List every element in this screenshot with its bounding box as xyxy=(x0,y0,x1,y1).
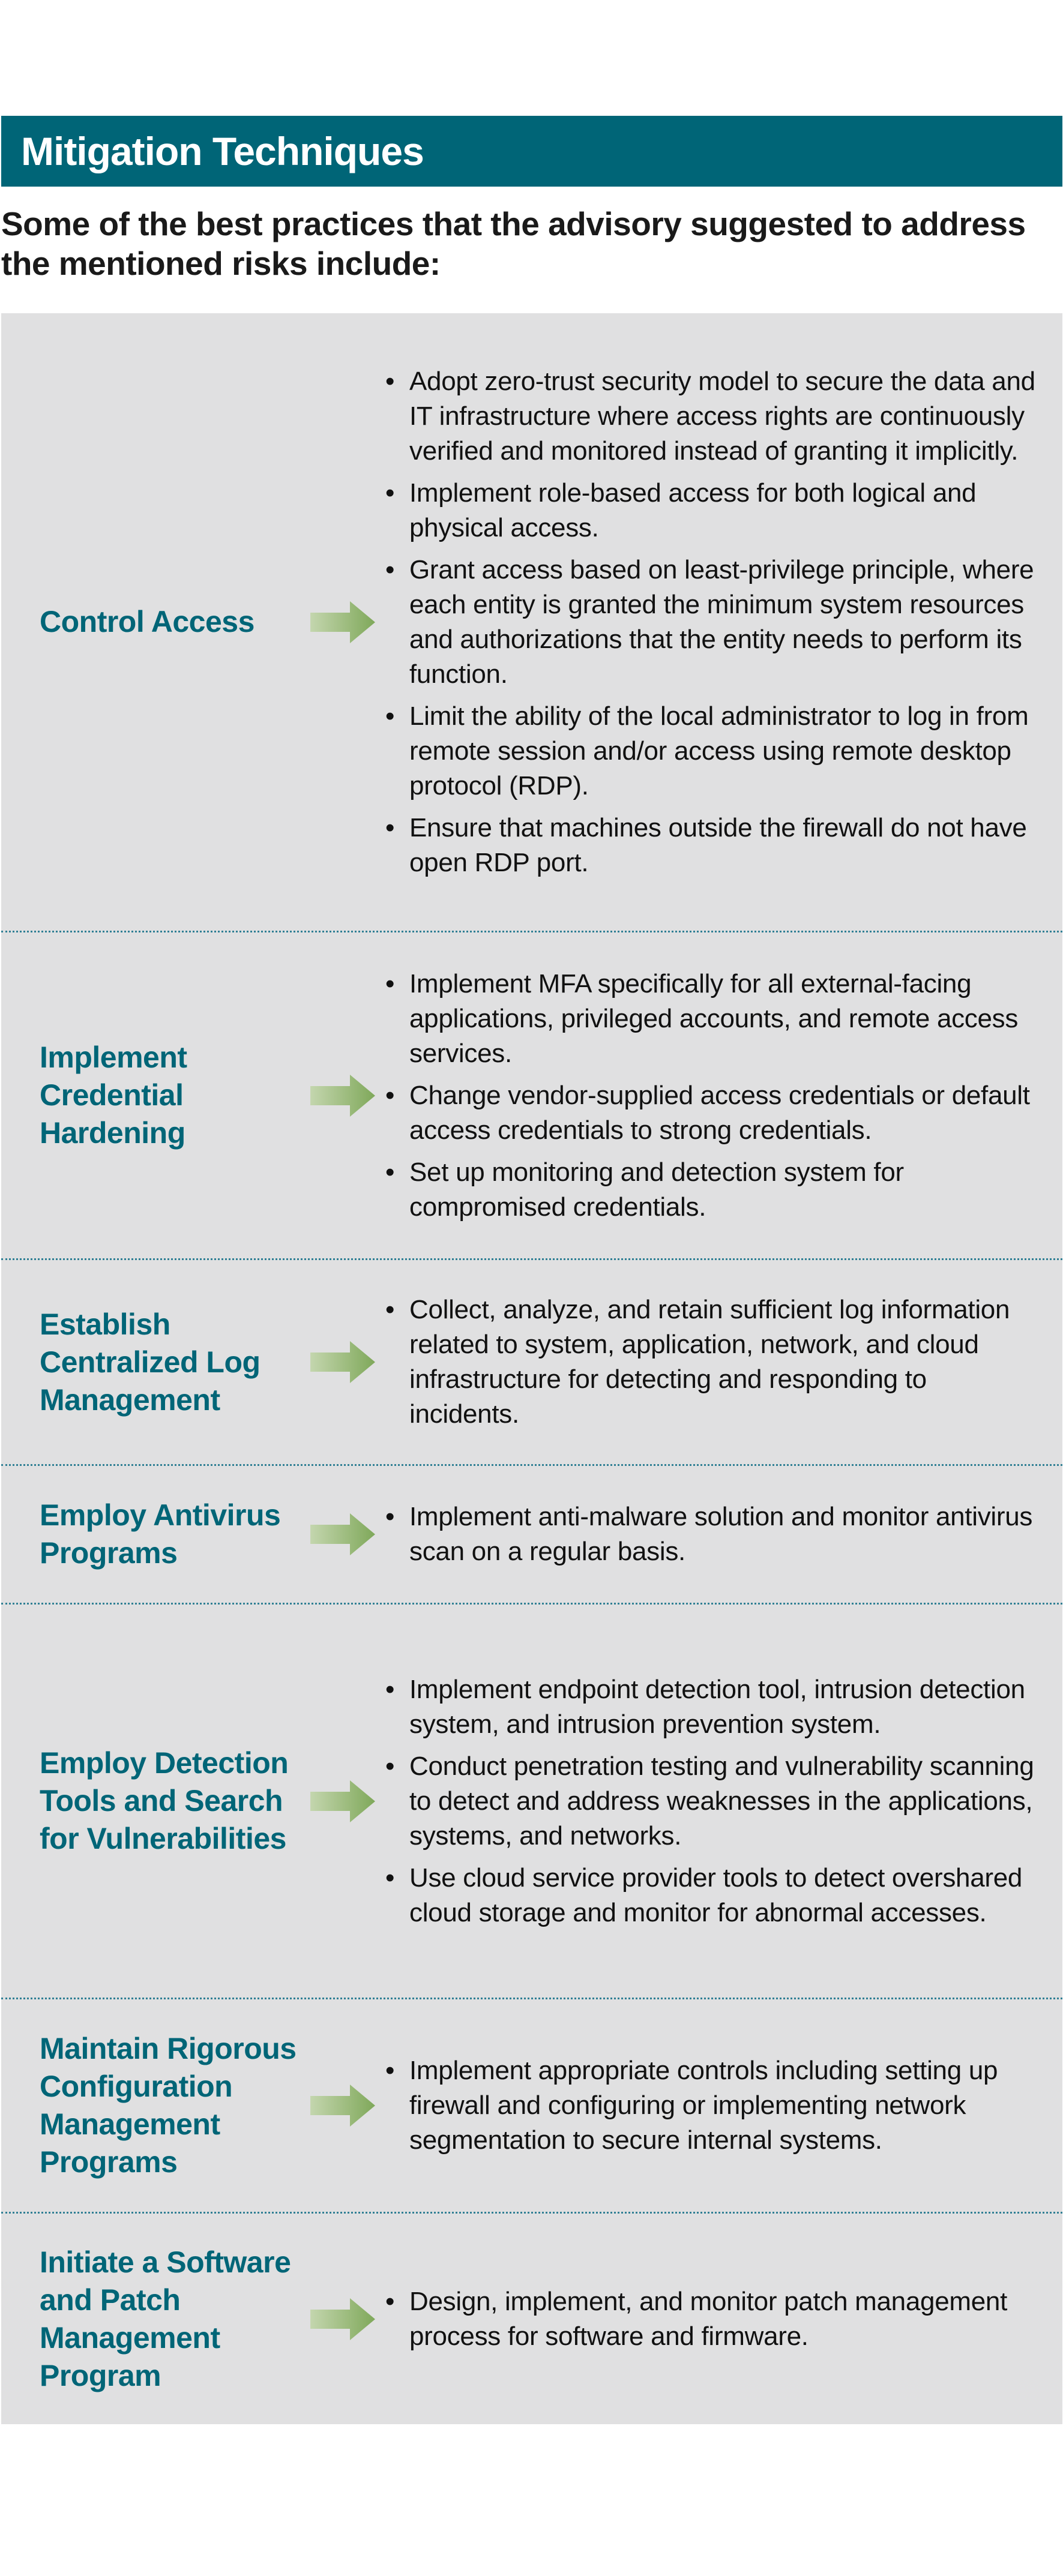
intro-text: Some of the best practices that the advi… xyxy=(1,205,1026,282)
arrow-right-icon xyxy=(310,601,375,643)
table-row: Employ Detection Tools and Search for Vu… xyxy=(1,1603,1062,1998)
list-item: Limit the ability of the local administr… xyxy=(383,699,1037,803)
list-item: Implement appropriate controls including… xyxy=(383,2053,1037,2158)
list-item: Implement MFA specifically for all exter… xyxy=(383,967,1037,1071)
row-title: Implement Credential Hardening xyxy=(40,1040,187,1150)
arrow-right-icon xyxy=(310,1513,375,1555)
bullet-list: Implement appropriate controls including… xyxy=(383,2053,1037,2158)
bullet-list-container: Implement anti-malware solution and moni… xyxy=(383,1466,1037,1603)
row-title: Employ Antivirus Programs xyxy=(40,1498,281,1570)
list-item: Adopt zero-trust security model to secur… xyxy=(383,364,1037,469)
list-item: Ensure that machines outside the firewal… xyxy=(383,811,1037,880)
section-title: Mitigation Techniques xyxy=(21,129,424,173)
table-row: Implement Credential Hardening Implement … xyxy=(1,931,1062,1258)
bullet-list-container: Implement MFA specifically for all exter… xyxy=(383,932,1037,1258)
list-item: Change vendor-supplied access credential… xyxy=(383,1078,1037,1148)
list-item: Set up monitoring and detection system f… xyxy=(383,1155,1037,1225)
list-item: Implement endpoint detection tool, intru… xyxy=(383,1672,1037,1742)
list-item: Implement anti-malware solution and moni… xyxy=(383,1500,1037,1569)
row-title: Control Access xyxy=(40,605,254,638)
table-row: Initiate a Software and Patch Management… xyxy=(1,2212,1062,2424)
row-title: Maintain Rigorous Configuration Manageme… xyxy=(40,2032,297,2179)
row-title: Establish Centralized Log Management xyxy=(40,1307,260,1417)
table-row: Establish Centralized Log Management Coll… xyxy=(1,1258,1062,1464)
arrow-right-icon xyxy=(310,2298,375,2340)
row-title: Employ Detection Tools and Search for Vu… xyxy=(40,1746,289,1855)
arrow-right-icon xyxy=(310,2085,375,2127)
bullet-list: Implement anti-malware solution and moni… xyxy=(383,1500,1037,1569)
mitigation-table: Control Access Adopt zero-trust security … xyxy=(1,313,1062,2424)
arrow-right-icon xyxy=(310,1341,375,1383)
list-item: Grant access based on least-privilege pr… xyxy=(383,553,1037,692)
bullet-list: Implement MFA specifically for all exter… xyxy=(383,967,1037,1225)
bullet-list-container: Implement endpoint detection tool, intru… xyxy=(383,1605,1037,1998)
bullet-list-container: Collect, analyze, and retain sufficient … xyxy=(383,1260,1037,1464)
list-item: Collect, analyze, and retain sufficient … xyxy=(383,1293,1037,1432)
table-row: Employ Antivirus Programs Implement anti-… xyxy=(1,1464,1062,1603)
bullet-list-container: Implement appropriate controls including… xyxy=(383,1999,1037,2212)
table-row: Control Access Adopt zero-trust security … xyxy=(1,313,1062,931)
bullet-list-container: Adopt zero-trust security model to secur… xyxy=(383,313,1037,931)
bullet-list: Adopt zero-trust security model to secur… xyxy=(383,364,1037,880)
table-row: Maintain Rigorous Configuration Manageme… xyxy=(1,1998,1062,2212)
list-item: Implement role-based access for both log… xyxy=(383,476,1037,545)
bullet-list: Design, implement, and monitor patch man… xyxy=(383,2284,1037,2354)
section-header: Mitigation Techniques xyxy=(1,116,1062,187)
list-item: Design, implement, and monitor patch man… xyxy=(383,2284,1037,2354)
arrow-right-icon xyxy=(310,1780,375,1822)
arrow-right-icon xyxy=(310,1074,375,1117)
bullet-list: Implement endpoint detection tool, intru… xyxy=(383,1672,1037,1930)
list-item: Conduct penetration testing and vulnerab… xyxy=(383,1749,1037,1854)
bullet-list: Collect, analyze, and retain sufficient … xyxy=(383,1293,1037,1432)
bullet-list-container: Design, implement, and monitor patch man… xyxy=(383,2214,1037,2424)
list-item: Use cloud service provider tools to dete… xyxy=(383,1861,1037,1930)
row-title: Initiate a Software and Patch Management… xyxy=(40,2245,291,2392)
